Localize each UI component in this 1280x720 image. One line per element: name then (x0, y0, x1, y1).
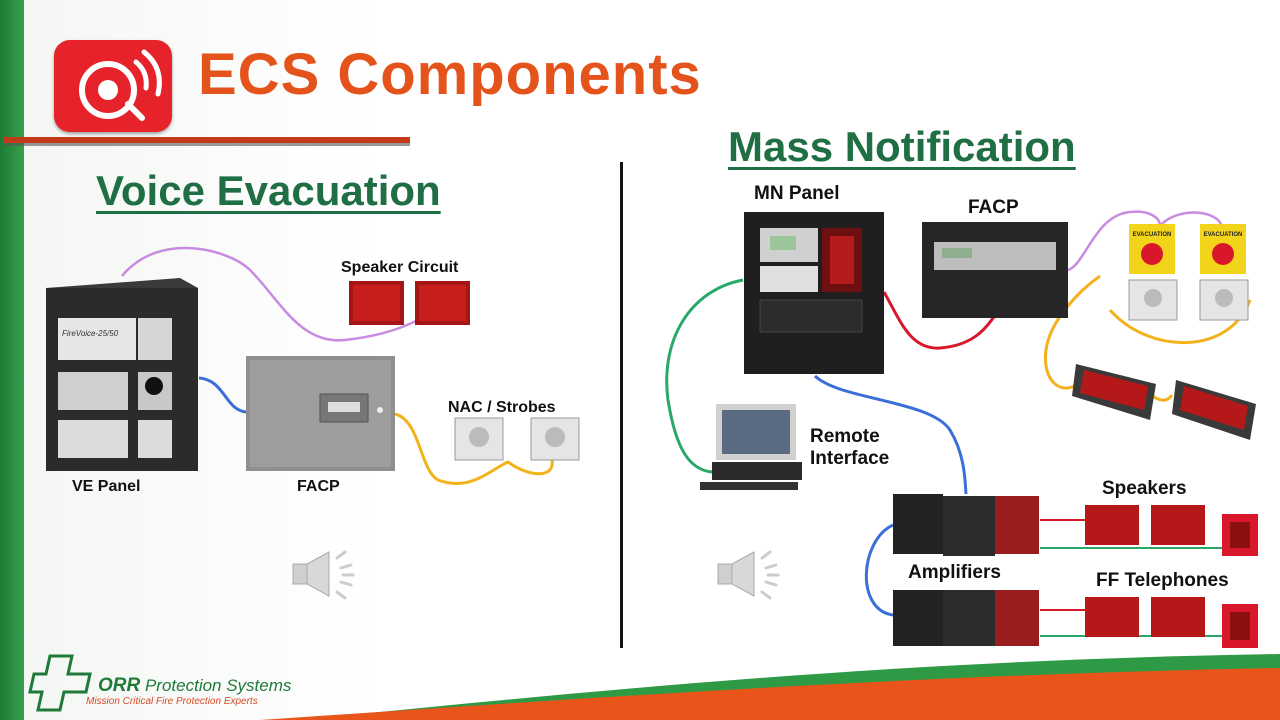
wire-mn-to-facp (882, 291, 997, 350)
amplifiers-image (893, 494, 1039, 646)
speaker-circuit-image (349, 281, 470, 325)
wire-facp-to-evac (1067, 210, 1224, 272)
wire-facp-to-strobes (394, 412, 554, 485)
evac-button-label-1: EVACUATION (1133, 232, 1172, 238)
section-title-voice-evacuation: Voice Evacuation (96, 167, 441, 214)
label-remote-interface: Remote Interface (810, 426, 890, 469)
company-tagline: Mission Critical Fire Protection Experts (86, 696, 258, 707)
evacuation-buttons-image: EVACUATION EVACUATION (1128, 224, 1249, 321)
label-ff-telephones: FF Telephones (1096, 570, 1229, 591)
ve-panel-brand: FireVoice-25/50 (62, 329, 119, 338)
orr-logo-cross-icon (28, 654, 92, 712)
label-facp-left: FACP (297, 478, 340, 495)
facp-right-image (922, 222, 1068, 318)
company-prefix: ORR (98, 675, 141, 696)
label-speaker-circuit: Speaker Circuit (341, 259, 459, 276)
alarm-bell-icon (54, 40, 172, 132)
evac-button-label-2: EVACUATION (1204, 232, 1243, 238)
wire-ve-to-facp (198, 376, 247, 414)
mn-panel-image (744, 212, 884, 374)
title-underline-shadow (4, 143, 410, 146)
speaker-audio-icon (717, 550, 780, 600)
facp-left-image (246, 356, 395, 471)
ff-telephones-image (1085, 597, 1258, 648)
wire-ve-to-speakers (121, 246, 442, 342)
ve-panel-image: FireVoice-25/50 (46, 278, 198, 471)
company-suffix: Protection Systems (140, 676, 292, 695)
accent-bar (0, 0, 24, 720)
speakers-image (1085, 505, 1258, 556)
label-amplifiers: Amplifiers (908, 562, 1001, 583)
nac-strobes-image (454, 417, 580, 461)
remote-interface-image (700, 404, 802, 490)
wire-mn-to-remote (665, 278, 744, 474)
speaker-audio-icon (292, 550, 355, 600)
led-signs-image (1072, 364, 1256, 440)
wire-mn-to-amplifiers (813, 374, 968, 495)
wire-amplifier-loop (864, 523, 894, 617)
section-title-mass-notification: Mass Notification (728, 123, 1076, 170)
company-name: ORR Protection Systems (98, 676, 291, 695)
label-facp-right: FACP (968, 197, 1019, 218)
label-speakers: Speakers (1102, 478, 1187, 499)
title-underline (4, 137, 410, 143)
page-title: ECS Components (198, 42, 702, 107)
label-nac-strobes: NAC / Strobes (448, 399, 556, 416)
label-ve-panel: VE Panel (72, 478, 141, 495)
section-divider (620, 162, 623, 648)
label-mn-panel: MN Panel (754, 183, 840, 204)
